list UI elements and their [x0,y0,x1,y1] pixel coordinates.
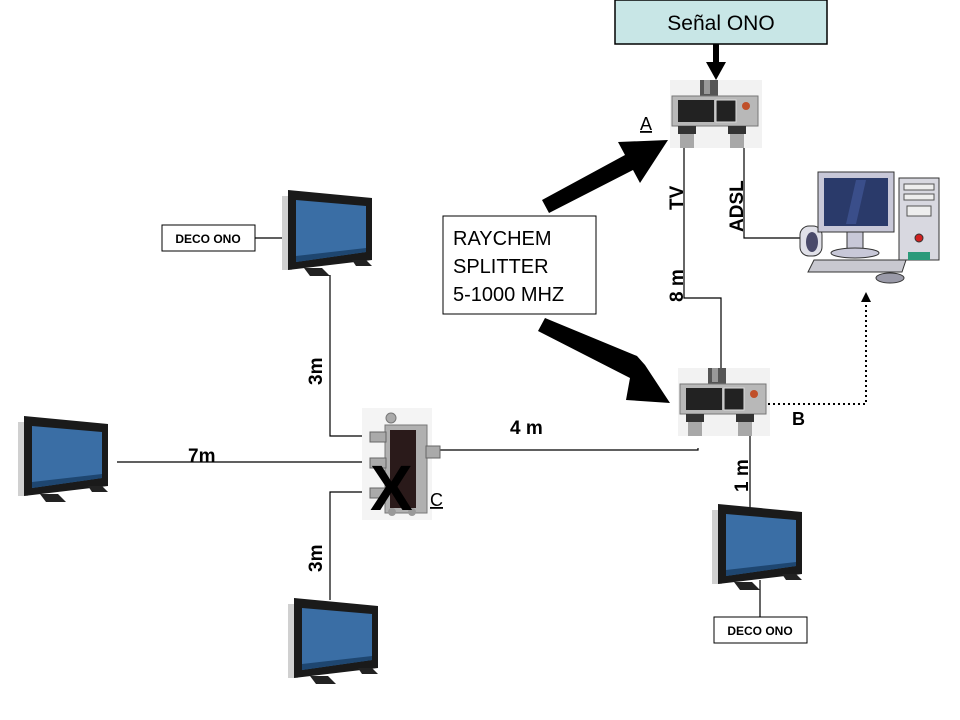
info-line-3: 5-1000 MHZ [453,284,564,306]
arrow-to-a [542,140,668,213]
splitter-a [669,79,763,149]
dotted-link-b-to-pc [768,300,867,405]
cable-adsl [743,148,808,239]
decoder-bottom-right: DECO ONO [713,616,808,644]
port-label-adsl: ADSL [727,180,748,232]
splitter-b [677,367,771,437]
signal-source-label: Señal ONO [667,12,774,35]
computer-icon [799,171,940,284]
cable-b-to-c [420,448,699,451]
tv-top-left-icon [282,190,372,276]
splitter-a-label: A [640,114,652,134]
length-c-to-tv-left: 7m [188,446,215,467]
tv-bottom-right-icon [712,504,802,590]
tv-bottom-icon [288,598,378,684]
signal-arrow [706,44,726,80]
length-a-to-b: 8 m [667,269,688,302]
port-label-tv: TV [667,185,688,210]
decoder-top-left: DECO ONO [161,224,256,252]
info-line-2: SPLITTER [453,256,549,278]
decoder-bottom-right-label: DECO ONO [727,624,792,638]
info-box: RAYCHEM SPLITTER 5-1000 MHZ [442,215,597,315]
signal-source-box: Señal ONO [614,0,828,45]
cable-a-to-b [683,148,722,368]
tv-left-icon [18,416,108,502]
splitter-c-crossed-out-icon: X [370,452,413,524]
length-b-to-c: 4 m [510,418,543,439]
decoder-top-left-label: DECO ONO [175,232,240,246]
length-b-to-tv: 1 m [732,459,753,492]
info-line-1: RAYCHEM [453,228,552,250]
length-c-to-tv-bottom: 3m [306,545,327,572]
splitter-c-label: C [430,490,443,510]
length-c-to-tv-top: 3m [306,358,327,385]
dotted-arrow-head-icon [861,292,871,302]
arrow-to-b [538,318,670,403]
splitter-c [362,408,441,520]
splitter-b-label: B [792,409,805,429]
